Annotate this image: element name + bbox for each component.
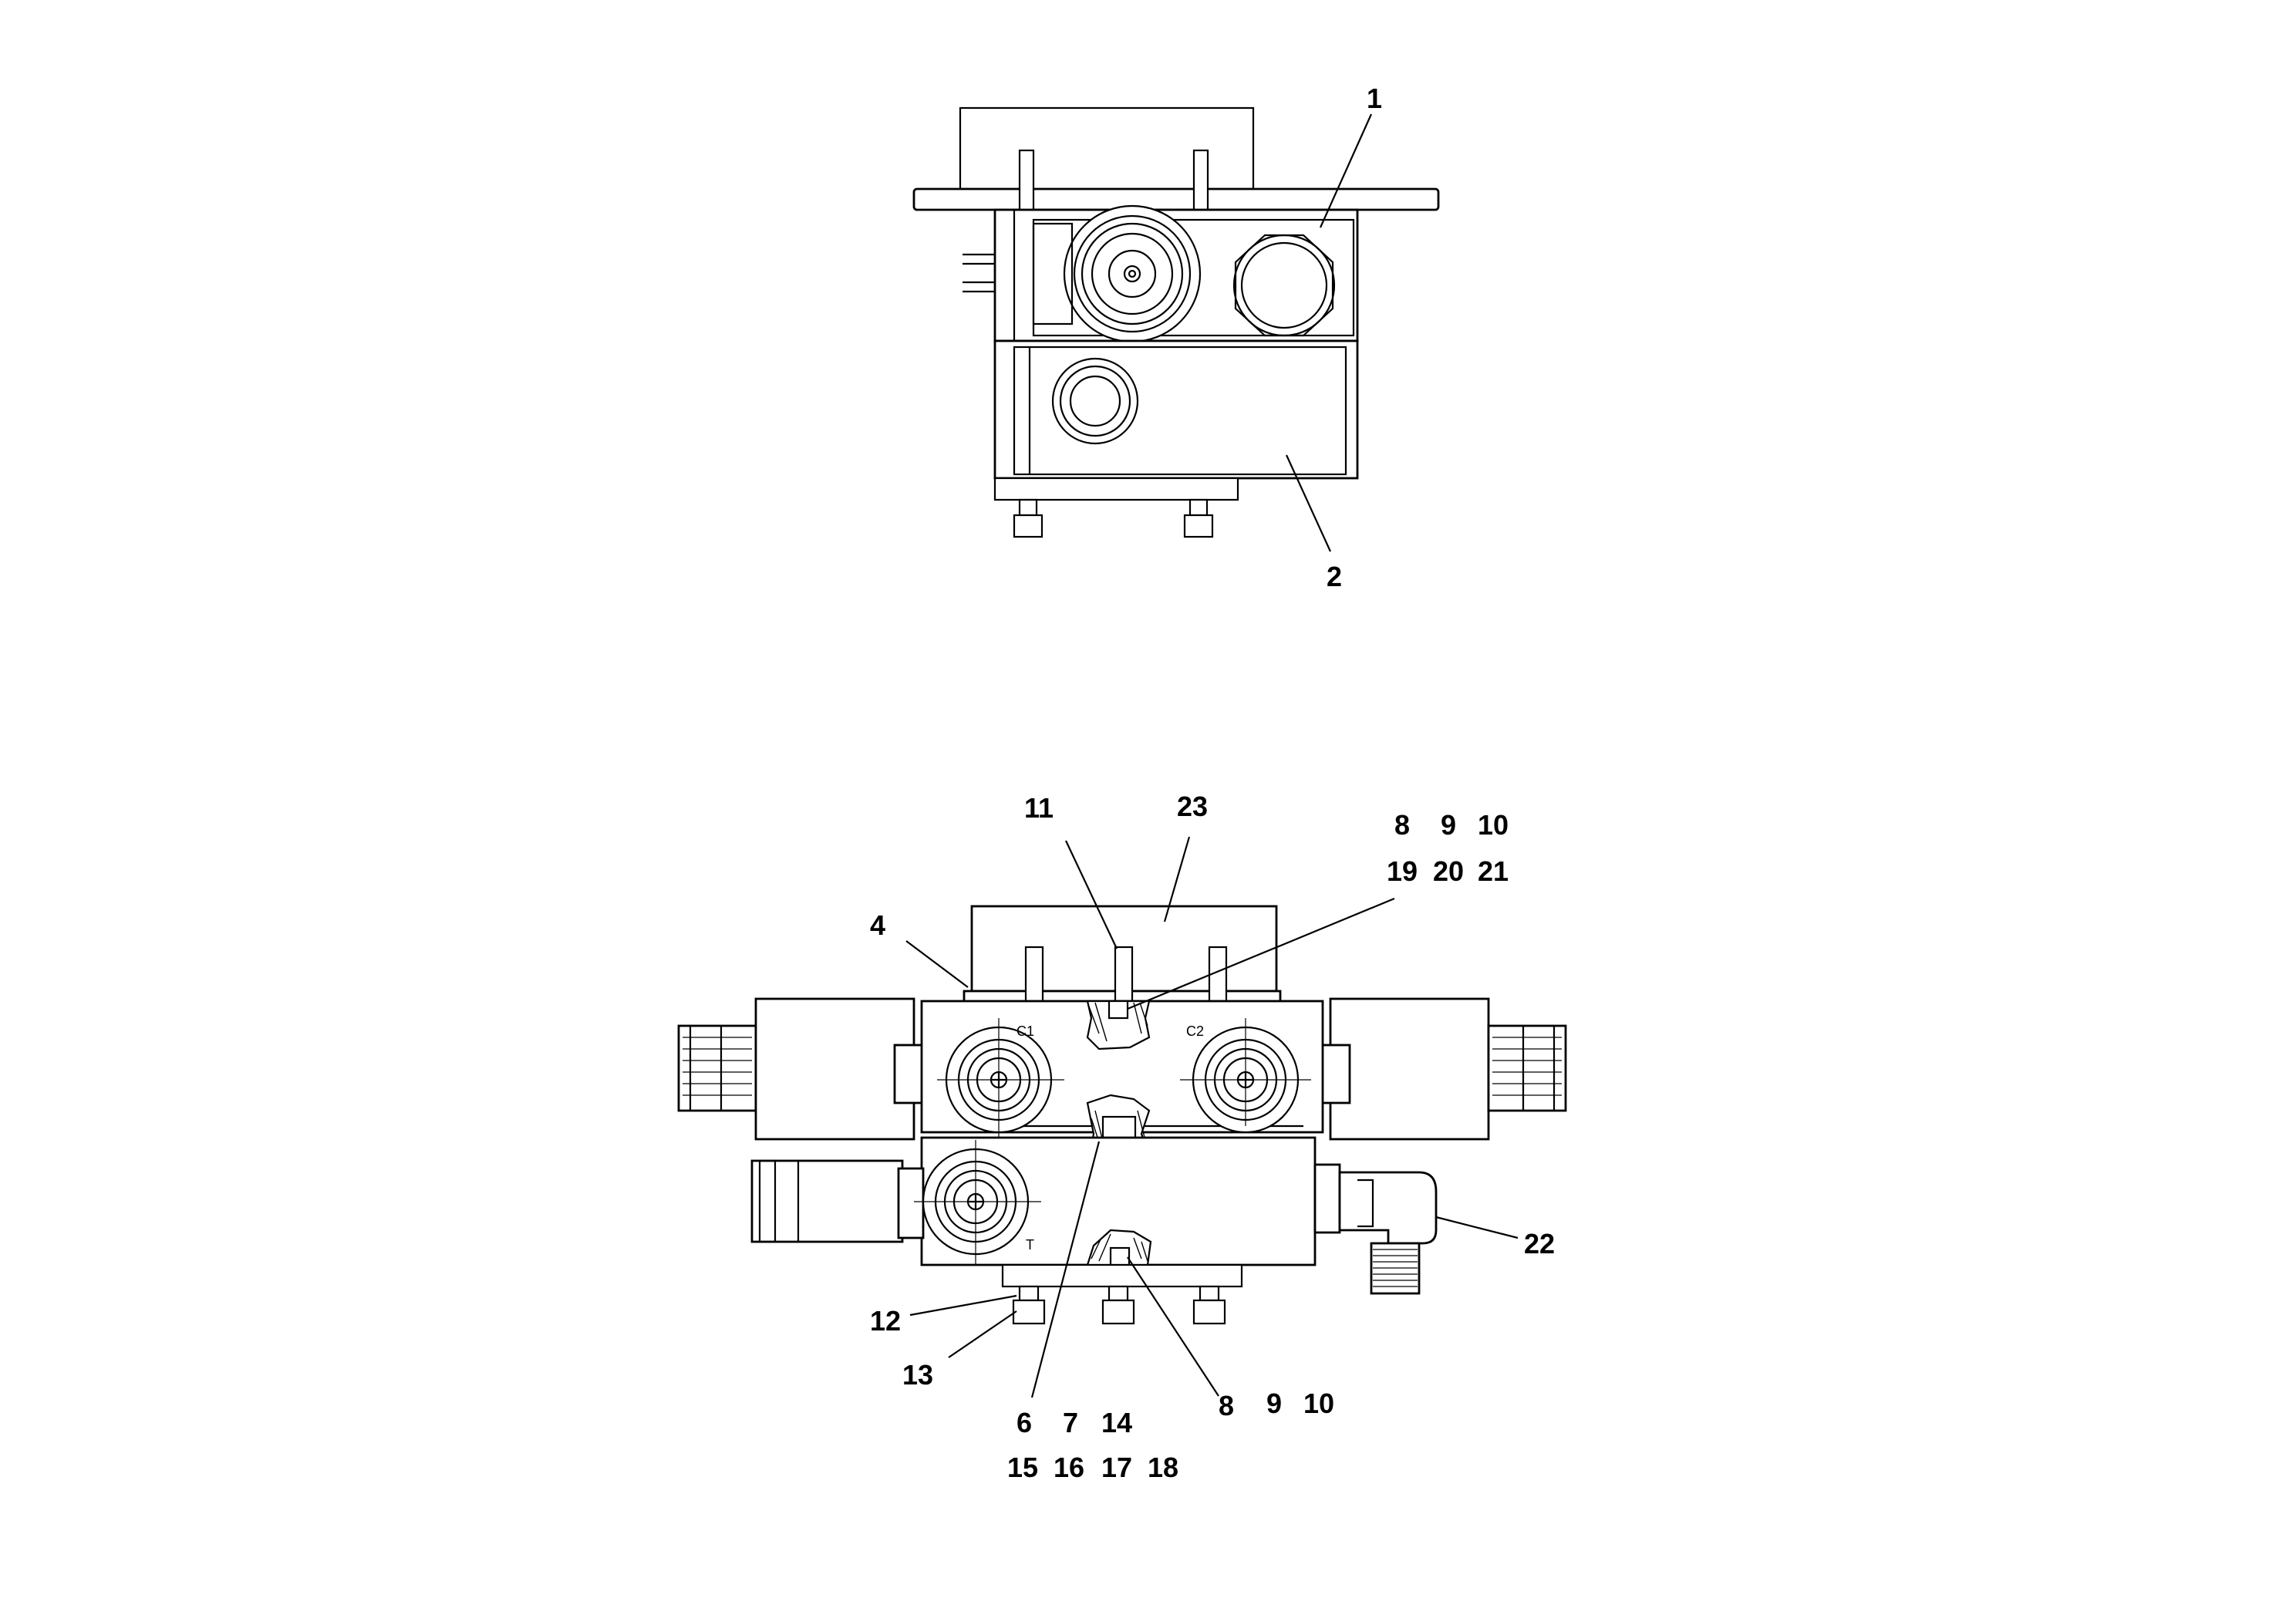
port-label-c2: C2 [1186,1023,1204,1039]
top-nut-left [1013,498,1043,538]
callout-12: 12 [870,1305,901,1337]
callout-22: 22 [1524,1228,1555,1259]
callout-1: 1 [1367,83,1382,114]
port-c2 [1180,1018,1311,1134]
top-coil-knob [1032,204,1202,343]
right-elbow-fitting [1313,1163,1438,1295]
callout-13: 13 [902,1359,933,1391]
callout-20: 20 [1433,855,1464,887]
top-hex-plug [1232,234,1336,337]
port-label-c1: C1 [1017,1023,1034,1039]
callout-19: 19 [1387,855,1418,887]
top-view [912,106,1440,538]
port-t [914,1140,1041,1265]
callout-14: 14 [1101,1407,1132,1438]
bottom-nut-2 [1101,1285,1135,1325]
leader-lines [905,113,1519,1398]
callout-16: 16 [1054,1452,1084,1483]
cutaway-bottom [1086,1229,1152,1266]
callout-8-top: 8 [1394,809,1410,841]
callout-10-top: 10 [1478,809,1509,841]
right-coil-knurl [1487,1024,1567,1112]
callout-9-bottom: 9 [1266,1388,1282,1419]
bottom-nut-3 [1192,1285,1226,1325]
top-stud-left [1018,149,1035,214]
callout-18: 18 [1148,1452,1178,1483]
bottom-nut-1 [1012,1285,1046,1325]
callout-9-top: 9 [1441,809,1456,841]
port-label-t: T [1026,1237,1034,1253]
callout-17: 17 [1101,1452,1132,1483]
callout-4: 4 [870,909,885,941]
callouts: 1 2 4 11 23 8 9 10 19 20 21 22 12 13 6 7… [870,83,1555,1483]
callout-2: 2 [1327,561,1342,592]
callout-15: 15 [1007,1452,1038,1483]
left-coil-knurl [677,1024,757,1112]
top-stud-right [1192,149,1209,214]
callout-21: 21 [1478,855,1509,887]
callout-7: 7 [1063,1407,1078,1438]
top-nut-right [1183,498,1214,538]
cutaway-top [1086,1000,1151,1050]
top-port-plug [1051,357,1139,445]
callout-10-bottom: 10 [1303,1388,1334,1419]
left-cartridge [750,1159,925,1243]
callout-11: 11 [1024,792,1054,824]
callout-6: 6 [1017,1407,1032,1438]
port-c1 [937,1018,1064,1180]
front-view: C1 C2 [677,905,1567,1325]
callout-8-bottom: 8 [1219,1390,1234,1421]
callout-23: 23 [1177,791,1208,822]
